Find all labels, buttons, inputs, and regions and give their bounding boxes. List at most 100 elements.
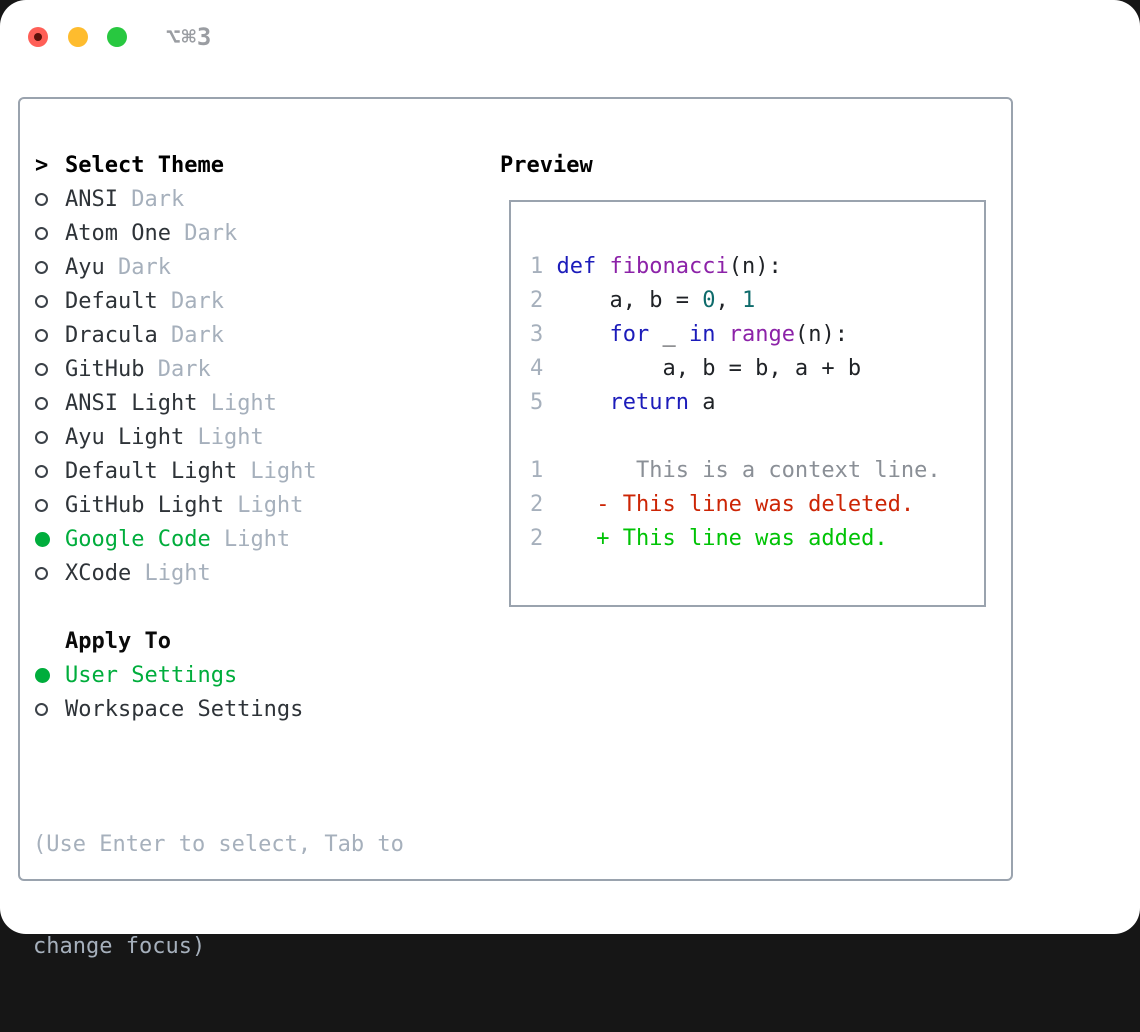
preview-code-line: 1 This is a context line. xyxy=(530,454,984,488)
apply-option-label: User Settings xyxy=(65,662,238,688)
radio-unselected-icon xyxy=(35,498,48,512)
code-token-pln xyxy=(596,254,609,279)
theme-option-google-code[interactable]: Google Code Light xyxy=(33,522,404,556)
radio-unselected-icon xyxy=(35,192,48,206)
radio-unselected-icon xyxy=(35,566,48,580)
theme-variant-tag: Dark xyxy=(117,186,185,212)
radio-selected-icon xyxy=(35,667,50,683)
line-number: 2 xyxy=(530,492,557,517)
line-number: 4 xyxy=(530,356,557,381)
code-token-del: - This line was deleted. xyxy=(556,492,915,517)
code-token-typ: range xyxy=(728,322,795,347)
theme-option-label: Default Light xyxy=(65,458,238,484)
theme-variant-tag: Dark xyxy=(157,322,224,348)
theme-option-xcode[interactable]: XCode Light xyxy=(33,556,404,590)
theme-option-label: Google Code xyxy=(65,526,211,552)
theme-option-ayu-light[interactable]: Ayu Light Light xyxy=(33,420,404,454)
theme-option-label: ANSI Light xyxy=(65,390,198,416)
code-token-ctx: This is a context line. xyxy=(556,458,941,483)
code-token-typ: fibonacci xyxy=(609,254,729,279)
zoom-button[interactable] xyxy=(107,27,127,47)
theme-option-ansi[interactable]: ANSI Dark xyxy=(33,182,404,216)
close-button[interactable] xyxy=(28,27,48,47)
code-token-add: + This line was added. xyxy=(556,526,888,551)
radio-unselected-icon xyxy=(35,226,48,240)
code-token-lit: 1 xyxy=(741,288,756,313)
theme-variant-tag: Dark xyxy=(170,220,238,246)
code-token-kwd: in xyxy=(688,322,716,347)
keyboard-hint: (Use Enter to select, Tab to change focu… xyxy=(33,760,404,1032)
theme-option-dracula[interactable]: Dracula Dark xyxy=(33,318,404,352)
code-token-kwd: for xyxy=(609,322,650,347)
line-number: 1 xyxy=(530,458,557,483)
preview-code-line: 2 - This line was deleted. xyxy=(530,488,984,522)
theme-option-label: GitHub xyxy=(65,356,145,382)
code-token-pln: (n): xyxy=(794,322,848,347)
preview-code-line: 2 + This line was added. xyxy=(530,522,984,556)
theme-option-default-light[interactable]: Default Light Light xyxy=(33,454,404,488)
theme-option-label: ANSI xyxy=(65,186,118,212)
preview-code-line: 2 a, b = 0, 1 xyxy=(530,284,984,318)
preview-code-line: 4 a, b = b, a + b xyxy=(530,352,984,386)
window-title-shortcut: ⌥⌘3 xyxy=(166,23,213,51)
theme-option-ayu[interactable]: Ayu Dark xyxy=(33,250,404,284)
code-token-lit: 0 xyxy=(702,288,716,313)
theme-variant-tag: Light xyxy=(197,390,277,416)
line-number: 2 xyxy=(530,526,557,551)
apply-option-label: Workspace Settings xyxy=(65,696,304,722)
theme-option-default[interactable]: Default Dark xyxy=(33,284,404,318)
apply-option-workspace-settings[interactable]: Workspace Settings xyxy=(33,692,404,726)
theme-option-label: Default xyxy=(65,288,158,314)
apply-option-user-settings[interactable]: User Settings xyxy=(33,658,404,692)
select-theme-title: Select Theme xyxy=(65,152,224,178)
focus-caret-icon: > xyxy=(35,152,49,178)
theme-option-label: Atom One xyxy=(65,220,171,246)
apply-to-header: Apply To xyxy=(33,624,404,658)
code-token-pln: _ xyxy=(649,322,689,347)
hint-line: change focus) xyxy=(33,934,206,959)
code-token-pln xyxy=(557,322,610,347)
theme-variant-tag: Dark xyxy=(157,288,224,314)
code-token-pln: (n): xyxy=(728,254,782,279)
theme-variant-tag: Light xyxy=(184,424,264,450)
theme-option-label: Dracula xyxy=(65,322,158,348)
radio-unselected-icon xyxy=(35,328,48,342)
code-token-pln xyxy=(557,390,610,415)
theme-option-label: Ayu xyxy=(65,254,105,280)
preview-code-line xyxy=(530,420,984,454)
theme-variant-tag: Dark xyxy=(104,254,171,280)
radio-unselected-icon xyxy=(35,260,48,274)
close-button-dot xyxy=(34,33,42,41)
preview-code-line: 5 return a xyxy=(530,386,984,420)
preview-title: Preview xyxy=(500,152,593,178)
apply-to-title: Apply To xyxy=(65,628,171,654)
theme-variant-tag: Light xyxy=(131,560,211,586)
radio-unselected-icon xyxy=(35,362,48,376)
theme-variant-tag: Light xyxy=(223,492,304,518)
preview-code-line: 1 def fibonacci(n): xyxy=(530,250,984,284)
theme-option-label: Ayu Light xyxy=(65,424,185,450)
theme-option-github[interactable]: GitHub Dark xyxy=(33,352,404,386)
theme-option-atom-one[interactable]: Atom One Dark xyxy=(33,216,404,250)
theme-option-ansi-light[interactable]: ANSI Light Light xyxy=(33,386,404,420)
radio-unselected-icon xyxy=(35,396,48,410)
radio-unselected-icon xyxy=(35,294,48,308)
minimize-button[interactable] xyxy=(68,27,88,47)
line-number: 5 xyxy=(530,390,557,415)
theme-option-label: XCode xyxy=(65,560,132,586)
theme-variant-tag: Dark xyxy=(144,356,211,382)
code-token-pln: a xyxy=(688,390,716,415)
code-token-pln xyxy=(715,322,728,347)
theme-option-github-light[interactable]: GitHub Light Light xyxy=(33,488,404,522)
radio-unselected-icon xyxy=(35,430,48,444)
line-number xyxy=(530,424,557,449)
preview-code-line: 3 for _ in range(n): xyxy=(530,318,984,352)
code-token-pln: a, b = b, a + b xyxy=(556,356,862,381)
theme-variant-tag: Light xyxy=(210,526,291,552)
